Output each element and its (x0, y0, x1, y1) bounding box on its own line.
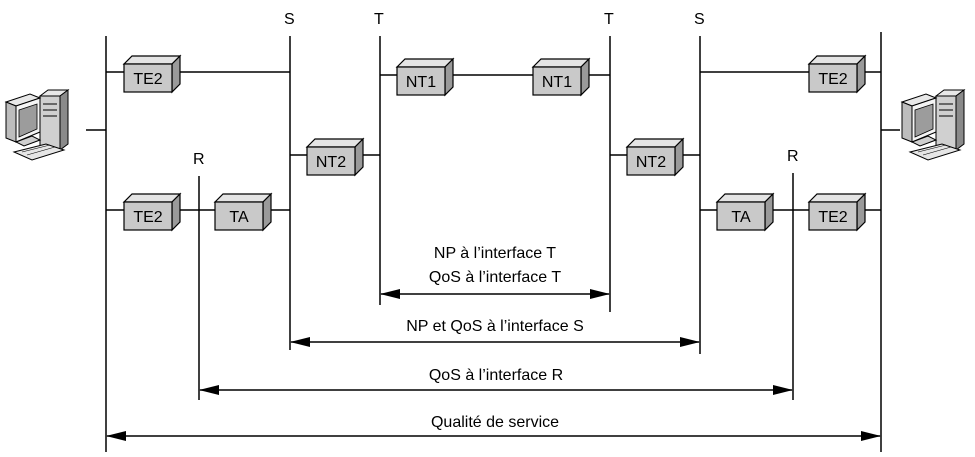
right-computer-icon (901, 89, 965, 161)
nt1-right-label: NT1 (542, 74, 572, 91)
t-span-label-line1: NP à l’interface T (434, 245, 556, 262)
t-span-label-line2: QoS à l’interface T (429, 269, 561, 286)
te2-top-left-box: TE2 (123, 55, 181, 93)
ta-left-label: TA (229, 209, 249, 226)
te2-top-left-label: TE2 (133, 71, 162, 88)
nt2-left-label: NT2 (316, 154, 346, 171)
r-span-label: QoS à l’interface R (429, 367, 563, 384)
nt2-left-box: NT2 (306, 138, 364, 176)
te2-top-right-label: TE2 (818, 71, 847, 88)
s-span-label: NP et QoS à l’interface S (406, 318, 584, 335)
r-left-label: R (193, 151, 205, 168)
te2-bottom-left-label: TE2 (133, 209, 162, 226)
ta-right-box: TA (716, 193, 774, 231)
s-left-label: S (284, 11, 295, 28)
nt1-left-box: NT1 (396, 58, 454, 96)
t-left-label: T (374, 11, 384, 28)
t-right-label: T (604, 11, 614, 28)
ta-left-box: TA (214, 193, 272, 231)
te2-top-right-box: TE2 (808, 55, 866, 93)
ta-right-label: TA (731, 209, 751, 226)
nt2-right-box: NT2 (626, 138, 684, 176)
nt1-left-label: NT1 (406, 74, 436, 91)
nt1-right-box: NT1 (532, 58, 590, 96)
overall-span-label: Qualité de service (431, 414, 559, 431)
r-right-label: R (787, 148, 799, 165)
nt2-right-label: NT2 (636, 154, 666, 171)
s-right-label: S (694, 11, 705, 28)
te2-bottom-right-label: TE2 (818, 209, 847, 226)
te2-bottom-right-box: TE2 (808, 193, 866, 231)
te2-bottom-left-box: TE2 (123, 193, 181, 231)
left-computer-icon (5, 89, 69, 161)
